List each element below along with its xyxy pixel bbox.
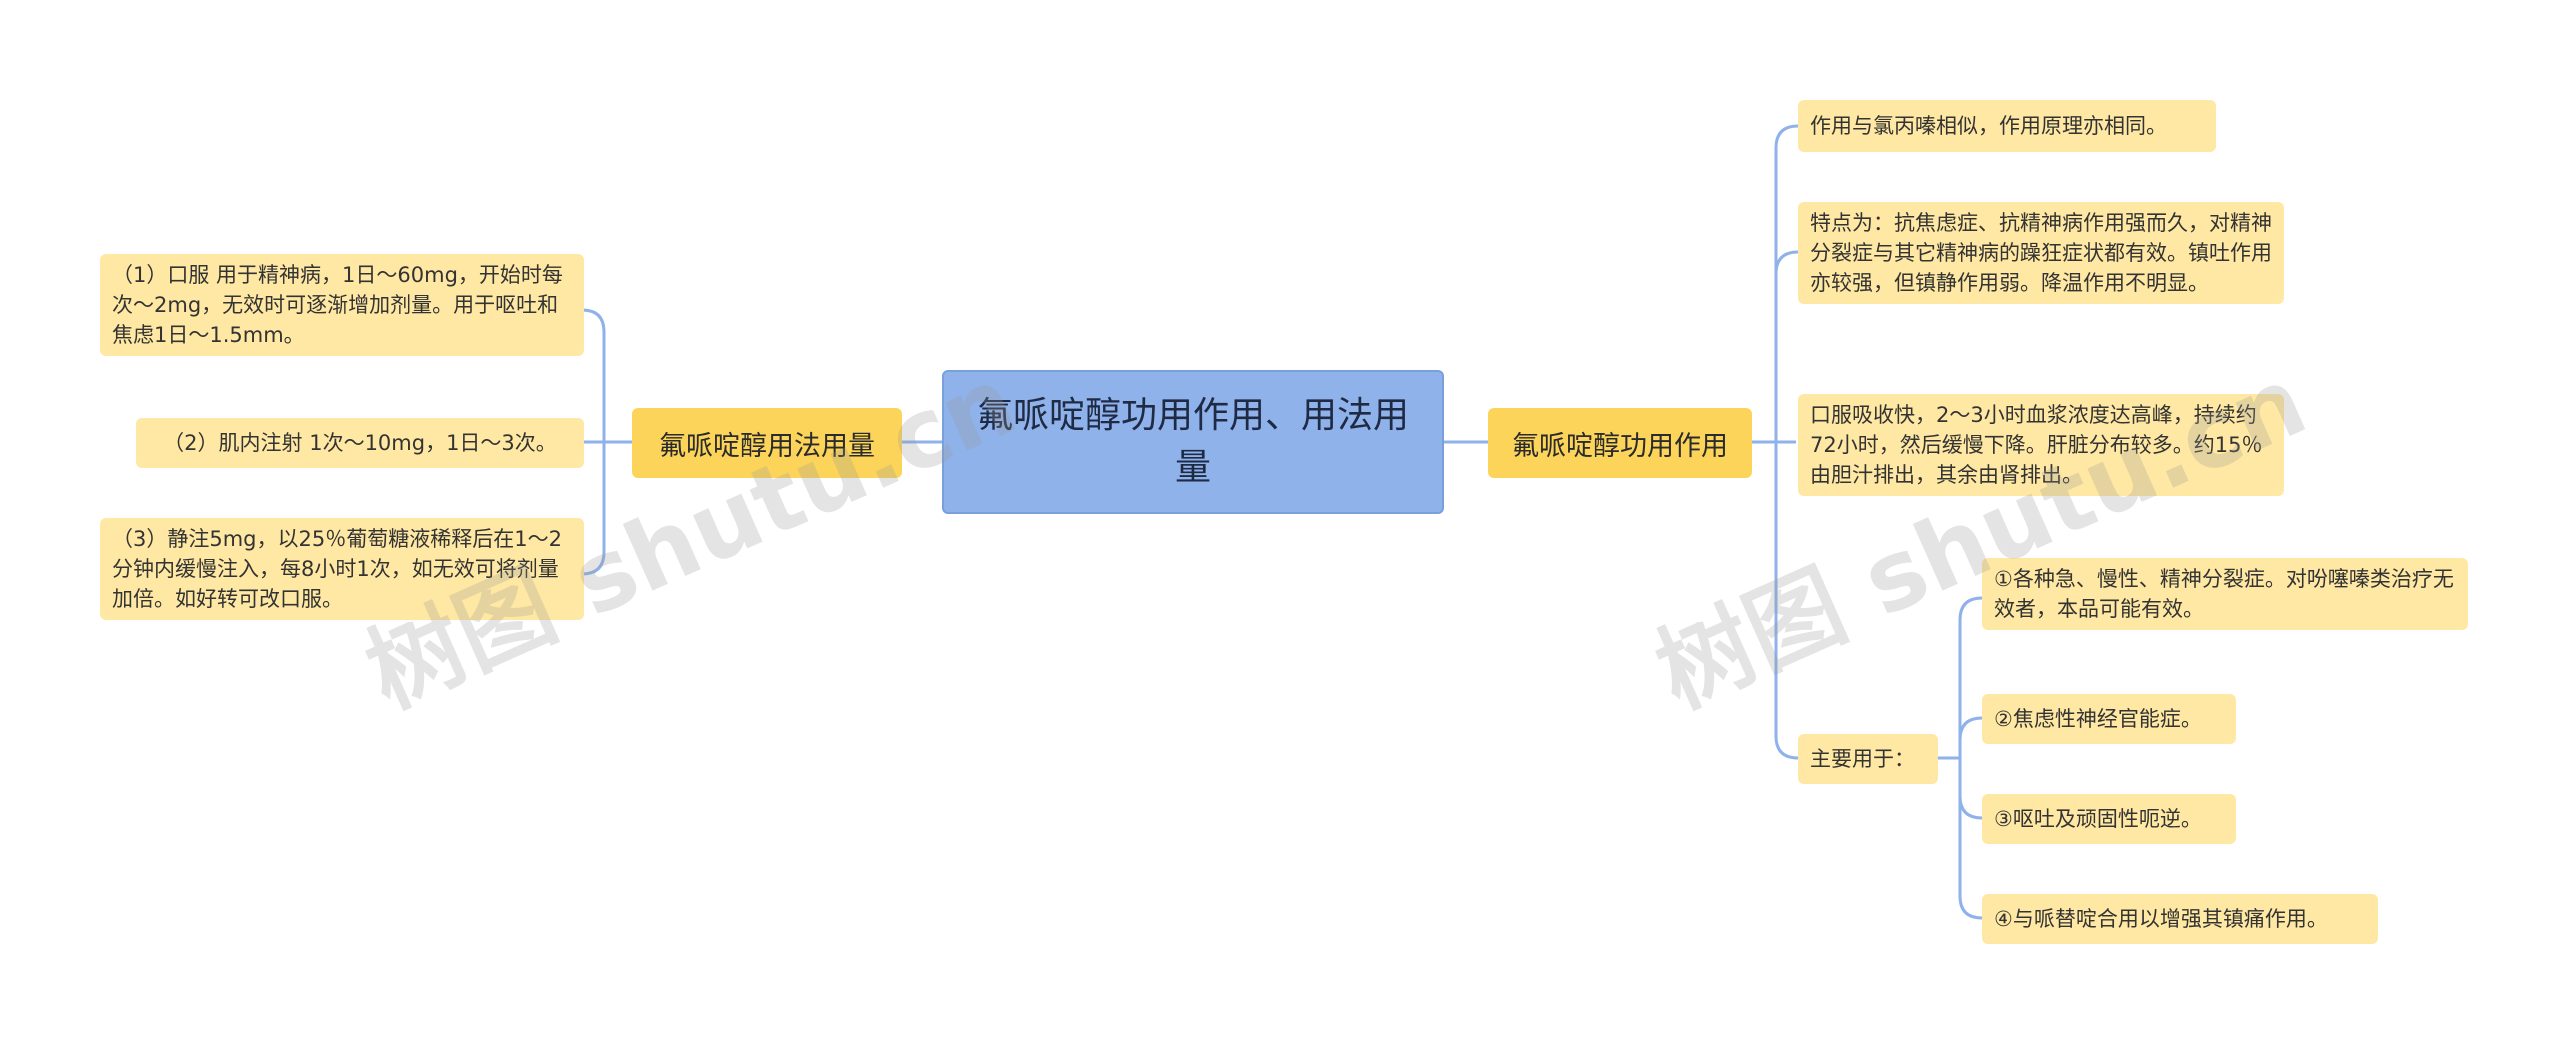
leaf-oral-text: （1）口服 用于精神病，1日～60mg，开始时每次～2mg，无效时可逐渐增加剂量… bbox=[112, 263, 563, 347]
leaf-characteristics-text: 特点为：抗焦虑症、抗精神病作用强而久，对精神分裂症与其它精神病的躁狂症状都有效。… bbox=[1810, 211, 2272, 295]
subleaf-schizophrenia[interactable]: ①各种急、慢性、精神分裂症。对吩噻嗪类治疗无效者，本品可能有效。 bbox=[1982, 558, 2468, 630]
leaf-characteristics[interactable]: 特点为：抗焦虑症、抗精神病作用强而久，对精神分裂症与其它精神病的躁狂症状都有效。… bbox=[1798, 202, 2284, 304]
subleaf-schizophrenia-text: ①各种急、慢性、精神分裂症。对吩噻嗪类治疗无效者，本品可能有效。 bbox=[1994, 567, 2454, 621]
root-topic[interactable]: 氟哌啶醇功用作用、用法用量 bbox=[942, 370, 1444, 514]
leaf-absorption-text: 口服吸收快，2～3小时血浆浓度达高峰，持续约72小时，然后缓慢下降。肝脏分布较多… bbox=[1810, 403, 2263, 487]
branch-usage-dosage-label: 氟哌啶醇用法用量 bbox=[659, 430, 875, 462]
leaf-similar-effect-text: 作用与氯丙嗪相似，作用原理亦相同。 bbox=[1810, 114, 2167, 138]
leaf-intramuscular[interactable]: （2）肌内注射 1次～10mg，1日～3次。 bbox=[136, 418, 584, 468]
root-title: 氟哌啶醇功用作用、用法用量 bbox=[976, 395, 1409, 488]
leaf-main-use-label: 主要用于： bbox=[1810, 747, 1915, 771]
link-right-bundle bbox=[1752, 124, 1799, 760]
leaf-intramuscular-text: （2）肌内注射 1次～10mg，1日～3次。 bbox=[163, 431, 557, 455]
leaf-oral[interactable]: （1）口服 用于精神病，1日～60mg，开始时每次～2mg，无效时可逐渐增加剂量… bbox=[100, 254, 584, 356]
branch-usage-dosage[interactable]: 氟哌啶醇用法用量 bbox=[632, 408, 902, 478]
leaf-main-use[interactable]: 主要用于： bbox=[1798, 734, 1938, 784]
leaf-intravenous-text: （3）静注5mg，以25％葡萄糖液稀释后在1～2分钟内缓慢注入，每8小时1次，如… bbox=[112, 527, 562, 611]
link-left-bundle bbox=[581, 308, 632, 576]
branch-function-effect[interactable]: 氟哌啶醇功用作用 bbox=[1488, 408, 1752, 478]
subleaf-pethidine-combo-text: ④与哌替啶合用以增强其镇痛作用。 bbox=[1994, 907, 2328, 931]
leaf-absorption[interactable]: 口服吸收快，2～3小时血浆浓度达高峰，持续约72小时，然后缓慢下降。肝脏分布较多… bbox=[1798, 394, 2284, 496]
branch-function-effect-label: 氟哌啶醇功用作用 bbox=[1512, 430, 1728, 462]
subleaf-vomiting-hiccup[interactable]: ③呕吐及顽固性呃逆。 bbox=[1982, 794, 2236, 844]
subleaf-vomiting-hiccup-text: ③呕吐及顽固性呃逆。 bbox=[1994, 807, 2202, 831]
subleaf-anxiety-neurosis[interactable]: ②焦虑性神经官能症。 bbox=[1982, 694, 2236, 744]
subleaf-pethidine-combo[interactable]: ④与哌替啶合用以增强其镇痛作用。 bbox=[1982, 894, 2378, 944]
subleaf-anxiety-neurosis-text: ②焦虑性神经官能症。 bbox=[1994, 707, 2202, 731]
leaf-similar-effect[interactable]: 作用与氯丙嗪相似，作用原理亦相同。 bbox=[1798, 100, 2216, 152]
link-mainuse-bundle bbox=[1938, 596, 1983, 920]
leaf-intravenous[interactable]: （3）静注5mg，以25％葡萄糖液稀释后在1～2分钟内缓慢注入，每8小时1次，如… bbox=[100, 518, 584, 620]
